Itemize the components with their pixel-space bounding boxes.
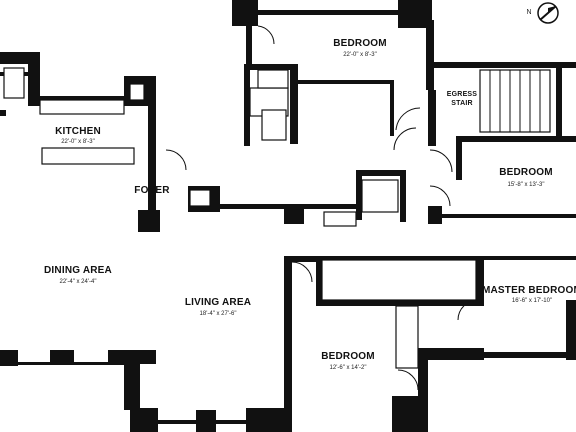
dining-area-dims: 22'-4" x 24'-4"	[60, 279, 97, 285]
fixtures	[3, 67, 551, 369]
foyer-label: FOYER	[134, 185, 170, 196]
egress-stair-label-1: EGRESS	[447, 91, 478, 98]
room-labels: BEDROOM 22'-0" x 8'-3" KITCHEN 22'-0" x …	[44, 38, 576, 371]
living-area-dims: 18'-4" x 27'-6"	[200, 311, 237, 317]
master-bedroom-dims: 16'-6" x 17'-10"	[512, 298, 552, 304]
bedroom-right-dims: 15'-8" x 13'-3"	[508, 182, 545, 188]
svg-text:N: N	[526, 9, 531, 16]
stair-treads	[489, 70, 541, 132]
bedroom-top-label: BEDROOM	[333, 38, 387, 49]
door-swings	[165, 25, 479, 391]
dining-area-label: DINING AREA	[44, 265, 112, 276]
kitchen-dims: 22'-0" x 8'-3"	[61, 139, 95, 145]
bedroom-bottom-label: BEDROOM	[321, 351, 375, 362]
living-area-label: LIVING AREA	[185, 297, 251, 308]
north-arrow-icon: N	[526, 2, 559, 24]
egress-stair-label-2: STAIR	[451, 100, 472, 107]
master-bedroom-label: MASTER BEDROOM	[482, 285, 576, 296]
kitchen-label: KITCHEN	[55, 126, 101, 137]
bedroom-right-label: BEDROOM	[499, 167, 553, 178]
bedroom-top-dims: 22'-0" x 8'-3"	[343, 52, 377, 58]
bedroom-bottom-dims: 12'-6" x 14'-2"	[330, 365, 367, 371]
